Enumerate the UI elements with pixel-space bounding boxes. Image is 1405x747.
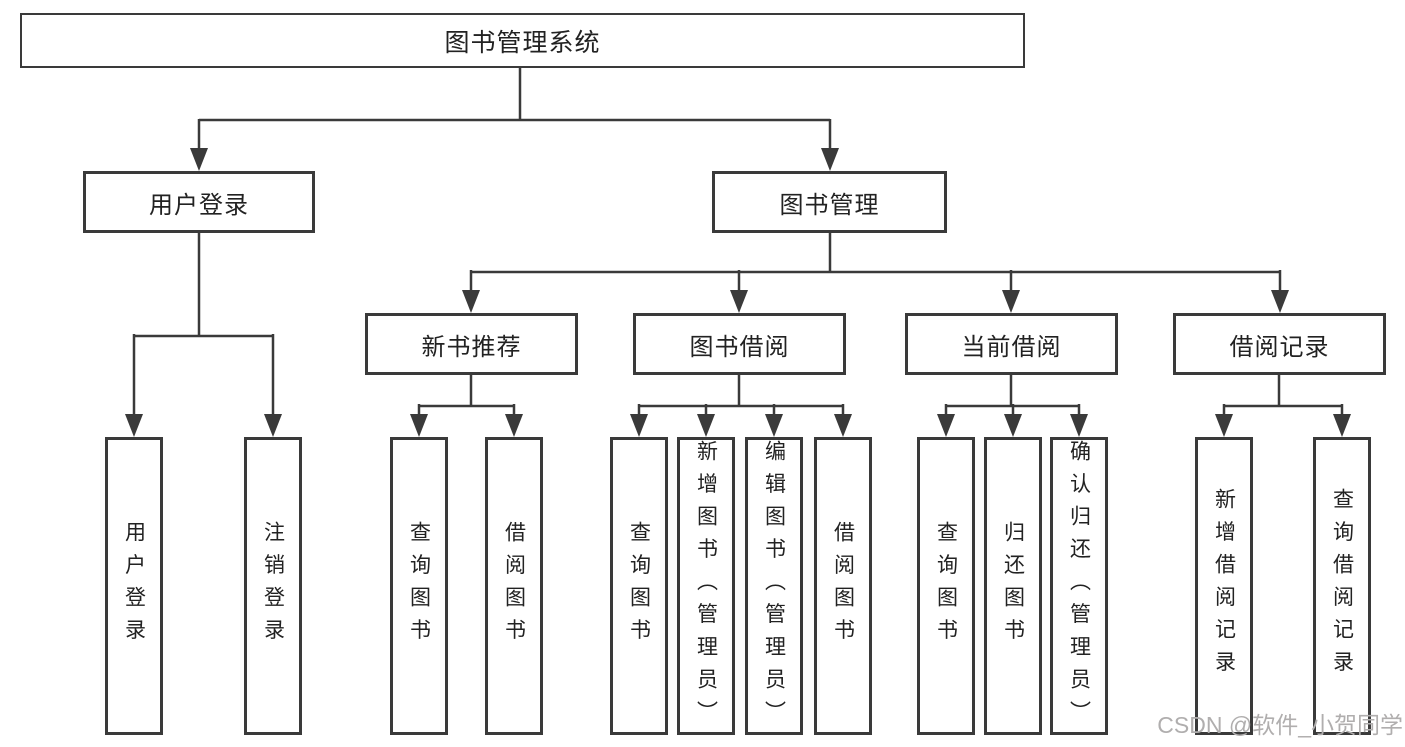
leaf-return-books: 归还图书 <box>984 437 1042 735</box>
node-library-management-system: 图书管理系统 <box>20 13 1025 68</box>
leaf-borrow-books: 借阅图书 <box>814 437 872 735</box>
leaf-label: 确认归还（管理员） <box>1067 439 1091 733</box>
leaf-logout: 注销登录 <box>244 437 302 735</box>
node-new-book-recommendation: 新书推荐 <box>365 313 578 375</box>
leaf-label: 归还图书 <box>1001 520 1025 652</box>
leaf-query-books: 查询图书 <box>610 437 668 735</box>
leaf-user-login: 用户登录 <box>105 437 163 735</box>
leaf-label: 借阅图书 <box>502 520 526 652</box>
node-current-borrowing: 当前借阅 <box>905 313 1118 375</box>
leaf-label: 编辑图书（管理员） <box>762 439 786 733</box>
node-book-borrowing: 图书借阅 <box>633 313 846 375</box>
leaf-label: 借阅图书 <box>831 520 855 652</box>
leaf-label: 用户登录 <box>122 520 146 652</box>
leaf-add-book-admin: 新增图书（管理员） <box>677 437 735 735</box>
leaf-query-books: 查询图书 <box>917 437 975 735</box>
leaf-confirm-return-admin: 确认归还（管理员） <box>1050 437 1108 735</box>
leaf-query-books: 查询图书 <box>390 437 448 735</box>
leaf-label: 新增图书（管理员） <box>694 439 718 733</box>
leaf-add-borrow-record: 新增借阅记录 <box>1195 437 1253 735</box>
leaf-label: 查询图书 <box>627 520 651 652</box>
leaf-label: 查询图书 <box>407 520 431 652</box>
leaf-label: 查询图书 <box>934 520 958 652</box>
leaf-label: 查询借阅记录 <box>1330 488 1354 684</box>
leaf-edit-book-admin: 编辑图书（管理员） <box>745 437 803 735</box>
leaf-label: 新增借阅记录 <box>1212 488 1236 684</box>
node-user-login: 用户登录 <box>83 171 315 233</box>
node-book-management: 图书管理 <box>712 171 947 233</box>
leaf-label: 注销登录 <box>261 520 285 652</box>
leaf-borrow-books: 借阅图书 <box>485 437 543 735</box>
csdn-watermark: CSDN @软件_小贺同学 <box>1157 712 1403 738</box>
leaf-query-borrow-record: 查询借阅记录 <box>1313 437 1371 735</box>
node-borrowing-records: 借阅记录 <box>1173 313 1386 375</box>
